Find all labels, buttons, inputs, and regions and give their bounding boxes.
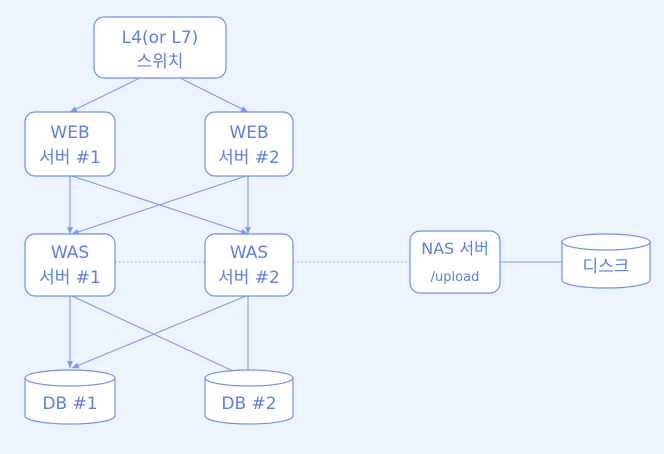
- switch-label-line1: L4(or L7): [122, 28, 199, 48]
- db2-label: DB #2: [221, 394, 276, 414]
- web2-label-line2: 서버 #2: [218, 148, 280, 168]
- web1-label-line2: 서버 #1: [39, 148, 101, 168]
- disk-cylinder: 디스크: [561, 233, 651, 289]
- db-cylinder-1: DB #1: [24, 369, 116, 425]
- was-server-1: WAS 서버 #1: [24, 233, 116, 297]
- was1-label-line2: 서버 #1: [39, 268, 101, 288]
- was2-label-line2: 서버 #2: [218, 268, 280, 288]
- edge-was2-db1: [71, 295, 247, 369]
- web2-label-line1: WEB: [229, 123, 268, 143]
- nas-label-line2: /upload: [431, 270, 480, 285]
- db-cylinder-2: DB #2: [204, 369, 294, 425]
- switch-label-line2: 스위치: [137, 52, 184, 72]
- was-server-2: WAS 서버 #2: [204, 233, 294, 297]
- edge-was1-db2: [71, 295, 249, 379]
- edge-switch-web1: [69, 77, 141, 113]
- edge-switch-web2: [179, 77, 249, 113]
- disk-label: 디스크: [583, 257, 630, 277]
- was1-label-line1: WAS: [51, 243, 89, 263]
- edge-web2-was1: [71, 175, 247, 235]
- was2-label-line1: WAS: [230, 243, 268, 263]
- web-server-2: WEB 서버 #2: [204, 111, 294, 177]
- nas-server: NAS 서버 /upload: [409, 230, 501, 294]
- web1-label-line1: WEB: [50, 123, 89, 143]
- web-server-1: WEB 서버 #1: [24, 111, 116, 177]
- edges: [66, 77, 562, 379]
- nas-label-line1: NAS 서버: [421, 239, 489, 258]
- db1-label: DB #1: [42, 394, 97, 414]
- switch-node: L4(or L7) 스위치: [93, 16, 227, 79]
